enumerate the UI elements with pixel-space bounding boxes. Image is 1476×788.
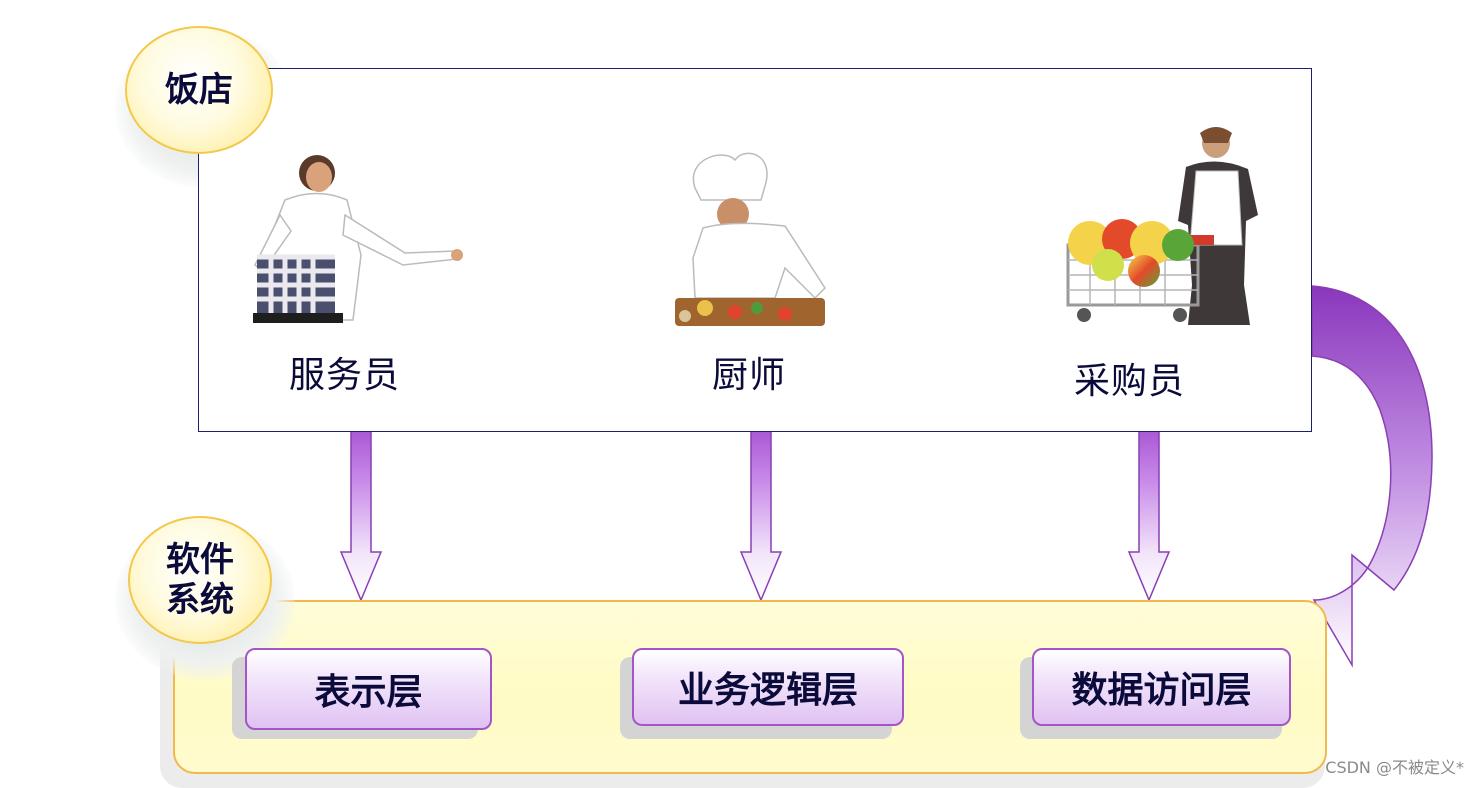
curved-arrow bbox=[1311, 285, 1433, 668]
restaurant-badge: 饭店 bbox=[125, 26, 273, 154]
layer-presentation-label: 表示层 bbox=[314, 672, 423, 713]
waitress-figure bbox=[253, 155, 463, 323]
down-arrow-chef bbox=[739, 417, 783, 602]
layer-data-access: 数据访问层 bbox=[1032, 648, 1291, 726]
role-label-chef: 厨师 bbox=[712, 355, 787, 396]
layer-business-logic: 业务逻辑层 bbox=[632, 648, 904, 726]
layer-presentation: 表示层 bbox=[245, 648, 492, 730]
software-badge-line1: 软件 bbox=[166, 540, 234, 580]
watermark-text: CSDN @不被定义* bbox=[1325, 758, 1464, 777]
buyer-with-cart-figure bbox=[1066, 127, 1258, 325]
role-label-buyer: 采购员 bbox=[1074, 361, 1186, 402]
layer-data-access-label: 数据访问层 bbox=[1071, 670, 1252, 711]
software-badge: 软件 系统 bbox=[128, 516, 272, 644]
down-arrow-waiter bbox=[339, 417, 383, 602]
layer-business-logic-label: 业务逻辑层 bbox=[677, 670, 858, 711]
software-badge-line2: 系统 bbox=[166, 580, 234, 620]
down-arrow-buyer bbox=[1127, 417, 1171, 602]
role-label-waiter: 服务员 bbox=[289, 355, 401, 396]
restaurant-badge-label: 饭店 bbox=[165, 70, 233, 110]
chef-figure bbox=[675, 152, 826, 326]
